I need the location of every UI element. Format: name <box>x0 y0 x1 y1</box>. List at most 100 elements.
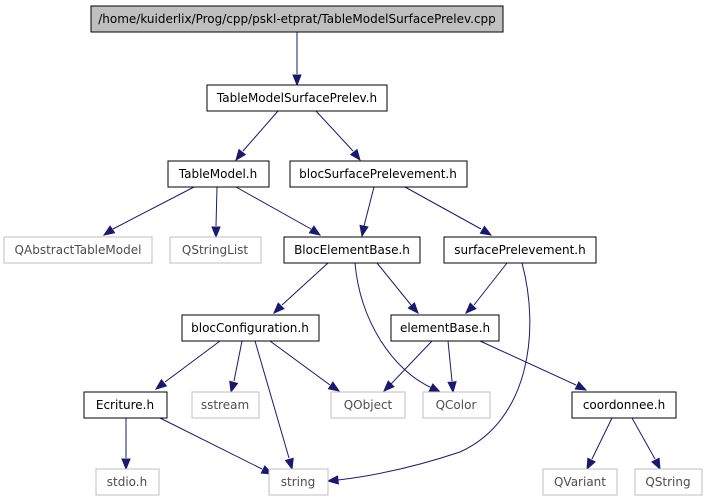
node-qstring[interactable]: QString <box>634 468 703 496</box>
node-surfaceprelevement-h[interactable]: surfacePrelevement.h <box>443 236 597 264</box>
arrowhead-icon <box>102 225 116 236</box>
node-label: blocConfiguration.h <box>191 321 309 335</box>
node-qcolor[interactable]: QColor <box>422 391 491 419</box>
edge-ecriture-h-to-stdio-h <box>121 418 131 471</box>
node-label: QVariant <box>554 475 606 489</box>
edge-coordonnee-h-to-qstring <box>631 417 661 471</box>
edge-elementbase-h-to-qcolor <box>447 340 457 394</box>
edge-line <box>159 417 263 470</box>
edge-tablemodel-h-to-qstringlist <box>211 186 221 239</box>
node-box <box>3 236 153 264</box>
node-label: /home/kuiderlix/Prog/cpp/pskl-etprat/Tab… <box>98 12 496 26</box>
edge-line <box>354 262 433 389</box>
arrowhead-icon <box>211 226 221 239</box>
node-label: coordonnee.h <box>583 398 665 412</box>
edge-tablemodel-h-to-qabstracttablemodel <box>102 186 195 236</box>
edge-blocsurfaceprelevement-h-to-blocelementbase-h <box>359 186 375 238</box>
node-qobject[interactable]: QObject <box>330 391 406 419</box>
node-label: QStringList <box>182 243 249 257</box>
node-box <box>289 160 468 188</box>
edge-line <box>447 340 453 382</box>
edge-line <box>242 110 279 152</box>
node-qstringlist[interactable]: QStringList <box>169 236 262 264</box>
arrowhead-icon <box>383 380 395 392</box>
edge-line <box>390 340 433 385</box>
edge-line <box>473 262 508 306</box>
node-string[interactable]: string <box>268 468 329 496</box>
edge-line <box>215 186 218 227</box>
node-box <box>330 391 406 419</box>
node-box <box>422 391 491 419</box>
edge-coordonnee-h-to-qvariant <box>586 417 613 471</box>
node-blocsurfaceprelevement-h[interactable]: blocSurfacePrelevement.h <box>289 160 468 188</box>
edge-blocconfiguration-h-to-qobject <box>269 340 341 392</box>
node-box <box>169 236 262 264</box>
node-label: QString <box>645 475 690 489</box>
arrowhead-icon <box>479 225 493 236</box>
edge-ecriture-h-to-string <box>159 417 274 475</box>
edge-blocconfiguration-h-to-sstream <box>229 340 243 394</box>
edge-line <box>269 340 331 386</box>
arrowhead-icon <box>326 475 339 485</box>
node-box <box>268 468 329 496</box>
node-tablemodelsurfaceprelev-h[interactable]: TableModelSurfacePrelev.h <box>206 84 388 112</box>
arrowhead-icon <box>229 380 239 394</box>
arrowhead-icon <box>327 381 341 392</box>
node-qabstracttablemodel[interactable]: QAbstractTableModel <box>3 236 153 264</box>
node-qvariant[interactable]: QVariant <box>542 468 618 496</box>
arrowhead-icon <box>308 225 322 236</box>
node-label: TableModelSurfacePrelev.h <box>216 91 377 105</box>
node-box <box>206 84 388 112</box>
edge-elementbase-h-to-qobject <box>383 340 433 392</box>
node-tablemodel-h[interactable]: TableModel.h <box>167 160 270 188</box>
arrowhead-icon <box>154 378 168 390</box>
edge-line <box>254 340 290 459</box>
arrowhead-icon <box>284 457 294 471</box>
node-box <box>167 160 270 188</box>
edge-root-to-tablemodelsurfaceprelev-h <box>292 32 302 87</box>
node-blocelementbase-h[interactable]: BlocElementBase.h <box>283 236 421 264</box>
edge-line <box>281 262 329 306</box>
edge-line <box>337 262 531 481</box>
node-box <box>571 391 677 419</box>
edge-line <box>235 186 312 230</box>
node-label: BlocElementBase.h <box>294 243 410 257</box>
node-label: QObject <box>344 398 393 412</box>
nodes-layer: /home/kuiderlix/Prog/cpp/pskl-etprat/Tab… <box>3 5 703 496</box>
edge-line <box>591 417 613 460</box>
node-sstream[interactable]: sstream <box>191 391 260 419</box>
node-box <box>443 236 597 264</box>
arrowhead-icon <box>465 302 477 314</box>
node-coordonnee-h[interactable]: coordonnee.h <box>571 391 677 419</box>
node-ecriture-h[interactable]: Ecriture.h <box>83 391 168 419</box>
node-label: elementBase.h <box>400 321 490 335</box>
edge-surfaceprelevement-h-to-string <box>326 262 531 485</box>
node-root-file[interactable]: /home/kuiderlix/Prog/cpp/pskl-etprat/Tab… <box>90 5 504 33</box>
arrowhead-icon <box>428 383 442 393</box>
node-stdio-h[interactable]: stdio.h <box>95 468 160 496</box>
arrowhead-icon <box>121 458 131 471</box>
node-box <box>90 5 504 33</box>
arrowhead-icon <box>407 301 419 315</box>
arrowhead-icon <box>292 74 302 87</box>
arrowhead-icon <box>574 381 588 391</box>
edge-line <box>233 340 243 382</box>
node-box <box>390 314 500 342</box>
edge-line <box>479 340 577 386</box>
node-box <box>191 391 260 419</box>
node-label: string <box>281 475 315 489</box>
arrowhead-icon <box>586 457 596 471</box>
edge-line <box>363 186 375 227</box>
edge-surfaceprelevement-h-to-elementbase-h <box>465 262 508 314</box>
node-box <box>95 468 160 496</box>
arrowhead-icon <box>651 457 661 471</box>
node-blocconfiguration-h[interactable]: blocConfiguration.h <box>181 314 320 342</box>
edge-line <box>112 186 195 230</box>
edge-tablemodelsurfaceprelev-h-to-tablemodel-h <box>235 110 279 162</box>
edge-line <box>631 417 656 460</box>
node-elementbase-h[interactable]: elementBase.h <box>390 314 500 342</box>
edges-layer <box>102 32 661 485</box>
edge-elementbase-h-to-coordonnee-h <box>479 340 588 391</box>
edge-tablemodel-h-to-blocelementbase-h <box>235 186 322 236</box>
